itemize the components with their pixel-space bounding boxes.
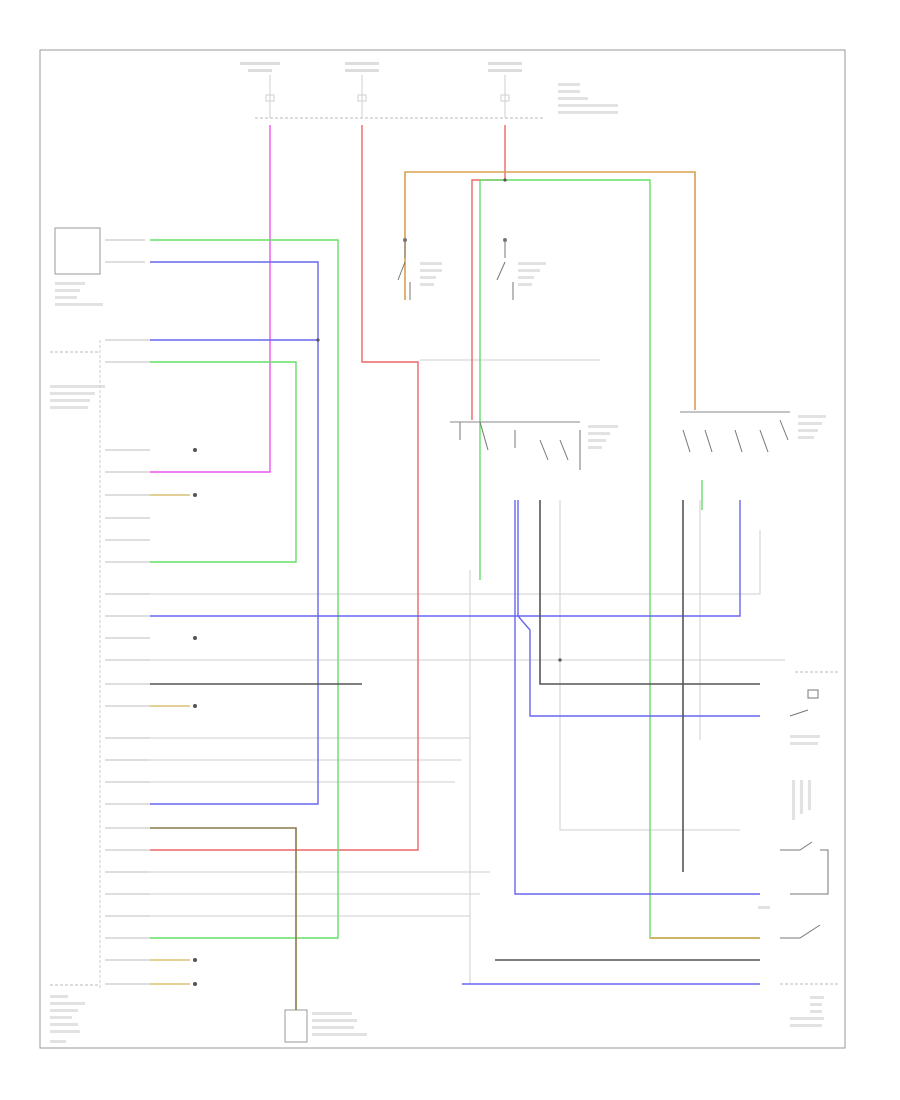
relay-bank-center <box>459 421 581 470</box>
bottom-center-label <box>312 1012 367 1036</box>
fuse-2 <box>345 62 379 118</box>
fuse-1 <box>240 62 280 118</box>
relay-bank-center-label <box>588 425 618 449</box>
right-switch-1 <box>789 689 819 717</box>
junction-dots <box>193 178 562 986</box>
wire-pink <box>150 125 271 473</box>
wire-dark <box>150 500 760 961</box>
switch-left <box>397 238 411 300</box>
wire-blue <box>150 261 760 985</box>
bottom-center-component <box>284 1009 308 1043</box>
wire-green <box>150 179 760 939</box>
switch-right <box>496 238 514 300</box>
control-module-box <box>54 227 101 275</box>
relay-bank-right <box>682 419 789 453</box>
wire-red <box>150 125 506 851</box>
right-labels <box>758 735 824 1027</box>
wire-olive <box>150 827 297 1010</box>
right-switch-3 <box>780 924 821 939</box>
wire-orange <box>404 171 760 939</box>
switch-labels-top <box>420 262 546 286</box>
diagram-frame <box>39 49 846 1049</box>
fuse-3 <box>488 62 618 118</box>
relay-bank-right-label <box>798 415 826 439</box>
wire-yellow <box>150 494 190 985</box>
bottom-left-module-label <box>50 995 85 1043</box>
control-module-label <box>55 282 103 306</box>
left-module-label <box>50 385 105 409</box>
thin-gray-runs <box>150 359 785 985</box>
right-switch-2 <box>780 841 829 895</box>
